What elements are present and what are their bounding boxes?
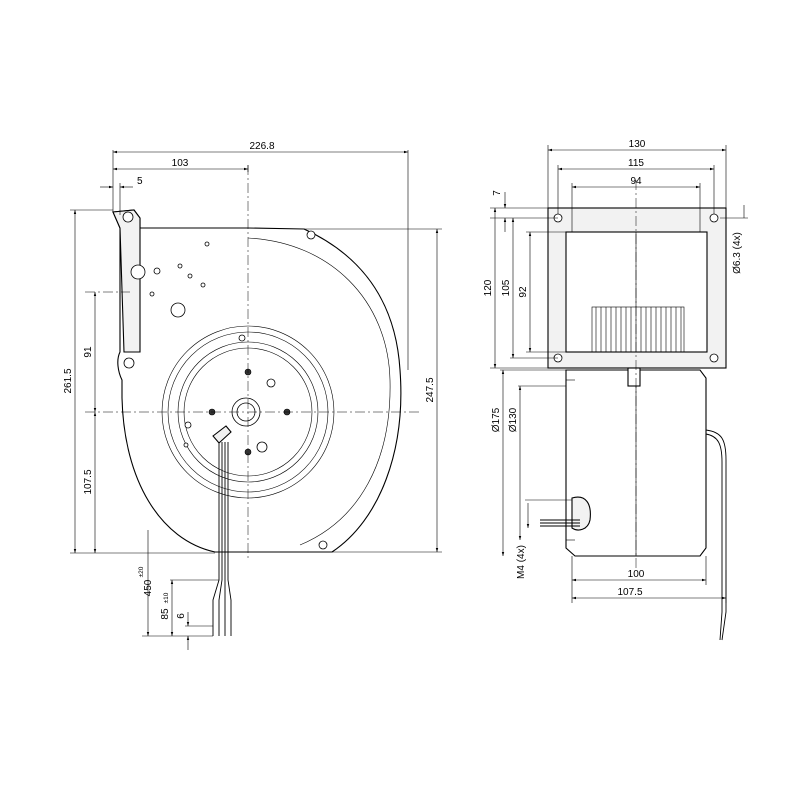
wire-4 <box>227 442 232 636</box>
flange-hole-top <box>122 211 134 223</box>
wire-2 <box>218 442 223 636</box>
cable-gland <box>212 425 232 444</box>
dim-mount-holes: Ø6.3 (4x) <box>732 232 743 274</box>
dim-wire-end: 6 <box>176 613 187 619</box>
side-cable-gland <box>571 496 591 531</box>
side-neck <box>627 367 641 387</box>
boss-small-3 <box>187 273 193 279</box>
motor-hole-4 <box>238 334 246 342</box>
dim-cable-length: 450 <box>143 579 154 596</box>
flange-plate <box>112 209 141 353</box>
boss-small-4 <box>149 291 155 297</box>
boss-large-2 <box>170 302 186 318</box>
dim-diameter-175: Ø175 <box>491 407 502 432</box>
outlet-opening <box>565 231 708 353</box>
dim-strip-length-tol: ±10 <box>163 592 170 603</box>
dim-diameter-130: Ø130 <box>508 407 519 432</box>
dim-side-flange-offset: 7 <box>492 190 503 196</box>
motor-hole-1 <box>266 378 276 388</box>
side-cable-2 <box>705 433 723 641</box>
dim-overall-width: 226.8 <box>249 141 274 152</box>
dim-inner-width: 94 <box>630 176 642 187</box>
side-hole-br <box>709 353 719 363</box>
dim-overall-depth: 107.5 <box>617 587 642 598</box>
dim-inlet-offset: 103 <box>172 158 189 169</box>
dim-lower-center: 107.5 <box>83 469 94 494</box>
dim-upper-center: 91 <box>83 346 94 358</box>
front-dimensions: 226.8 103 5 261.5 247.5 91 107.5 450 ±20… <box>63 141 442 650</box>
motor-hole-5 <box>183 442 189 448</box>
dim-outlet-height: 120 <box>483 279 494 296</box>
wire-1 <box>212 442 220 636</box>
boss-small-6 <box>177 263 183 269</box>
flange-hole-bottom <box>123 357 135 369</box>
boss-large <box>130 264 146 280</box>
dim-inner-height: 92 <box>518 286 529 298</box>
motor-hole-3 <box>184 421 192 429</box>
fan-housing-outline <box>112 209 402 553</box>
front-view <box>85 165 420 636</box>
dim-flange-offset: 5 <box>137 176 143 187</box>
side-wires <box>540 519 580 527</box>
side-hole-tr <box>709 213 719 223</box>
housing-screw-bottom <box>318 540 328 550</box>
dim-thread: M4 (4x) <box>516 545 527 579</box>
dim-housing-width: 100 <box>628 569 645 580</box>
scroll-inner-line <box>247 237 391 546</box>
dim-total-height: 261.5 <box>63 368 74 393</box>
impeller-blades <box>591 306 685 353</box>
side-cable-1 <box>705 429 727 641</box>
dim-hole-spacing-v: 105 <box>501 279 512 296</box>
boss-small-2 <box>200 282 206 288</box>
boss-small-5 <box>204 241 210 247</box>
side-view <box>540 180 727 641</box>
motor-hole-2 <box>256 441 268 453</box>
dim-outer-width: 130 <box>629 139 646 150</box>
dim-cable-length-tol: ±20 <box>138 566 145 577</box>
dim-flange-height: 247.5 <box>425 377 436 402</box>
dim-hole-spacing: 115 <box>628 158 644 169</box>
side-dimensions: 130 115 94 7 120 105 92 Ø6.3 (4x) Ø175 Ø <box>483 139 748 603</box>
boss-small-1 <box>153 267 161 275</box>
housing-screw-top <box>306 230 316 240</box>
dim-strip-length: 85 <box>160 608 171 620</box>
